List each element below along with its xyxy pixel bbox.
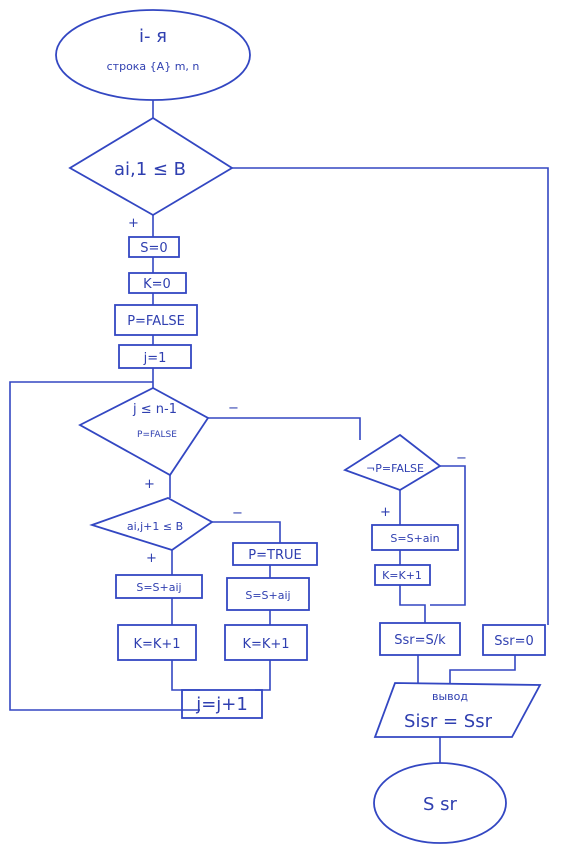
inner-minus-sign: −	[232, 506, 243, 521]
avg-zero-label: Ssr=0	[494, 634, 534, 649]
init-k-box: K=0	[128, 272, 187, 294]
end-label: S sr	[423, 794, 458, 815]
increment-label: j=j+1	[195, 694, 248, 715]
no-count-label: K=K+1	[242, 637, 289, 652]
yes-count-label: K=K+1	[133, 637, 180, 652]
increment-box: j=j+1	[181, 689, 263, 719]
no-set-p-label: P=TRUE	[248, 548, 301, 563]
loop-plus-sign: +	[144, 477, 155, 492]
init-j-label: j=1	[143, 351, 167, 366]
not-p-sum-box: S=S+ain	[371, 524, 459, 551]
inner-decision-label: ai,j+1 ≤ B	[127, 520, 183, 533]
yes-count-box: K=K+1	[117, 624, 197, 661]
yes-sum-label: S=S+aij	[136, 581, 181, 594]
no-set-p-box: P=TRUE	[232, 542, 318, 566]
loop-decision-line2: P=FALSE	[137, 430, 177, 440]
init-j-box: j=1	[118, 344, 192, 369]
start-line2: строка {A} m, n	[107, 60, 200, 73]
loop-minus-sign: −	[228, 401, 239, 416]
init-k-label: K=0	[143, 277, 171, 292]
not-p-plus-sign: +	[380, 505, 391, 520]
output-title: вывод	[432, 690, 468, 703]
avg-calc-box: Ssr=S/k	[379, 622, 461, 656]
avg-zero-box: Ssr=0	[482, 624, 546, 656]
no-count-box: K=K+1	[224, 624, 308, 661]
init-p-label: P=FALSE	[127, 314, 185, 329]
loop-decision-line1: j ≤ n-1	[132, 402, 177, 417]
no-sum-label: S=S+aij	[245, 589, 290, 602]
not-p-decision-label: ¬P=FALSE	[366, 462, 424, 475]
first-decision: ai,1 ≤ B	[68, 116, 234, 217]
inner-plus-sign: +	[146, 551, 157, 566]
not-p-sum-label: S=S+ain	[390, 532, 439, 545]
yes-sum-box: S=S+aij	[115, 574, 203, 599]
not-p-count-label: K=K+1	[382, 569, 422, 582]
end-terminal: S sr	[373, 762, 507, 844]
inner-decision: ai,j+1 ≤ B	[89, 497, 214, 551]
start-terminal: i- я строка {A} m, n	[55, 9, 251, 101]
output-parallelogram: вывод Sisr = Ssr	[373, 682, 542, 738]
start-line1: i- я	[139, 26, 167, 47]
first-decision-label: ai,1 ≤ B	[114, 159, 186, 180]
not-p-count-box: K=K+1	[374, 564, 431, 586]
init-p-box: P=FALSE	[114, 304, 198, 336]
loop-decision: j ≤ n-1 P=FALSE	[78, 386, 210, 477]
yes-sign: +	[128, 216, 139, 231]
avg-calc-label: Ssr=S/k	[394, 633, 446, 648]
init-s-label: S=0	[140, 241, 167, 256]
init-s-box: S=0	[128, 236, 180, 258]
not-p-decision: ¬P=FALSE	[342, 433, 442, 491]
output-formula: Sisr = Ssr	[404, 711, 493, 732]
not-p-minus-sign: −	[456, 451, 467, 466]
no-sum-box: S=S+aij	[226, 577, 310, 611]
